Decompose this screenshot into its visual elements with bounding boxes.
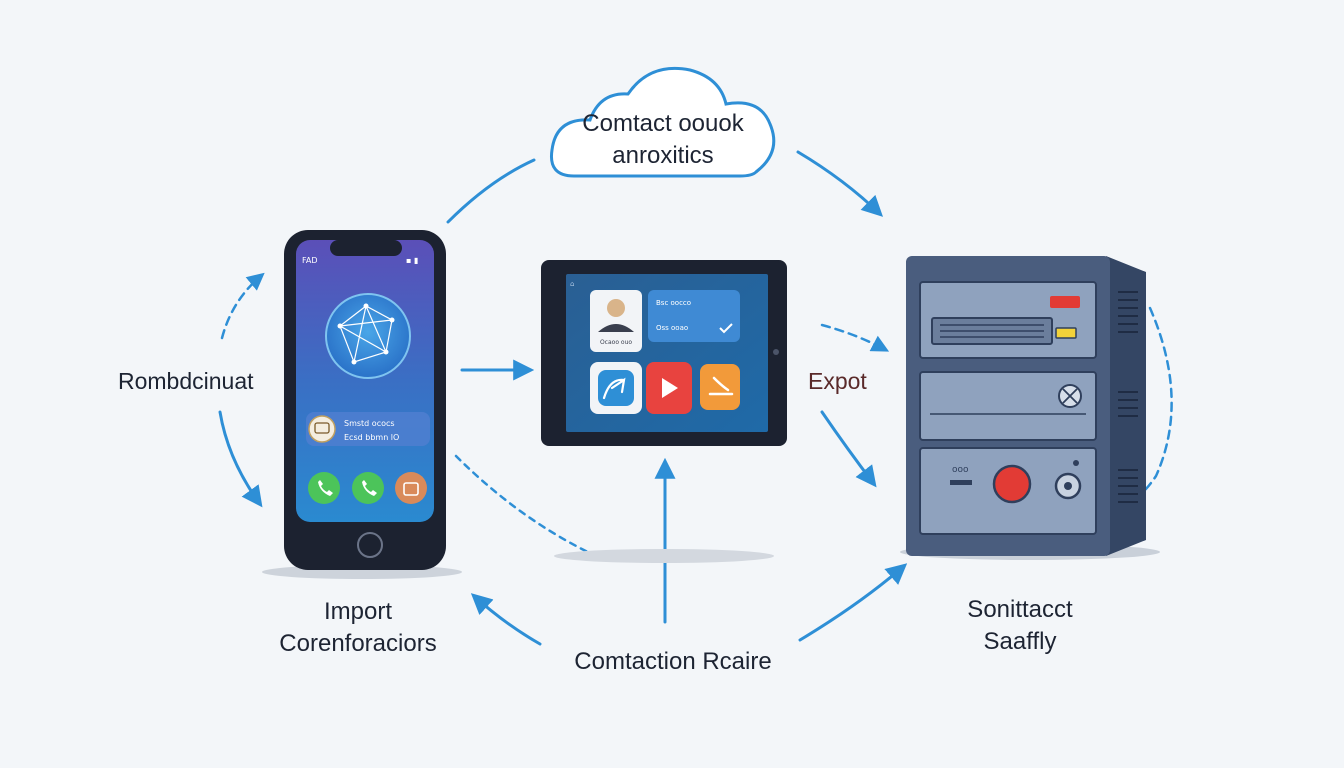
info-card-title: Bsc oocco [656,299,691,307]
import-label-line2: Corenforaciors [279,630,437,657]
center-bottom-label: Comtaction Rcaire [574,648,772,675]
svg-text:⌂: ⌂ [570,280,574,288]
play-icon [662,378,678,398]
cloud-label-line2: anroxitics [612,142,714,169]
info-card-subtitle: Oss ooao [656,324,688,332]
contact-avatar-icon [308,415,336,443]
arrow-export-to-server [820,410,877,488]
tablet-shadow [554,549,774,563]
phone-contact-card [306,412,430,446]
arrow-cloud-to-server [796,150,884,217]
server-device: ooo [900,256,1160,560]
profile-body [598,324,634,332]
home-button [357,532,383,558]
export-label: Expot [808,368,867,394]
arrow-left-bottom [218,410,263,508]
arrow-app-icon [602,377,626,400]
right-label-line2: Saaffly [983,628,1057,655]
profile-head [607,299,625,317]
phone-status-left: FAD [302,256,318,265]
info-card [648,290,740,342]
phone-icon-2 [362,480,377,496]
vent-grille [1118,291,1138,503]
right-label: Sonittacct Saaffly [967,594,1072,658]
call-button-2 [352,472,384,504]
import-label: Import Corenforaciors [279,596,436,660]
arrow-left-dashed-top [220,272,265,340]
status-led-yellow [1055,327,1077,339]
tablet-camera [773,349,779,355]
tool-icon [708,376,734,396]
right-label-line1: Sonittacct [967,596,1073,623]
import-label-line1: Import [323,598,392,625]
connectors [218,150,1173,646]
arrow-bottom-to-import [470,593,542,646]
cloud-label-line1: Comtact oouok [582,110,744,137]
server-panel-label: ooo [952,465,969,475]
check-icon [719,323,733,334]
phone-device: FAD ▪ ▮ Smstd ococs Ecsd bbmn lO [262,230,462,579]
status-led-red [1050,296,1080,308]
arrow-cloud-to-phone [446,158,536,224]
power-button [992,464,1032,504]
phone-icon-1 [318,480,333,496]
globe-icon [325,293,411,379]
phone-status-right: ▪ ▮ [406,256,418,265]
cloud-shape [549,66,776,178]
profile-card [590,290,642,352]
phone-contact-line1: Smstd ococs [344,419,395,428]
arrow-bottom-to-server [798,563,908,642]
server-mid-panel [919,371,1097,441]
arrow-right-dashed [1114,306,1173,514]
cloud-node [549,66,776,178]
phone-contact-line2: Ecsd bbmn lO [344,433,399,442]
arrow-tablet-to-server-dashed [820,323,890,352]
share-button [395,472,427,504]
tablet-device: ⌂ Ocaoo ouo Bsc oocco Oss ooao [541,260,787,563]
arrow-phone-dashed-bottom [454,454,598,558]
bag-icon [403,482,419,496]
cloud-label: Comtact oouok anroxitics [582,108,743,172]
call-button-1 [308,472,340,504]
profile-caption: Ocaoo ouo [600,339,632,346]
left-label: Rombdcinuat [118,368,254,394]
app-tile-orange [700,364,740,410]
phone-notch [330,240,402,256]
